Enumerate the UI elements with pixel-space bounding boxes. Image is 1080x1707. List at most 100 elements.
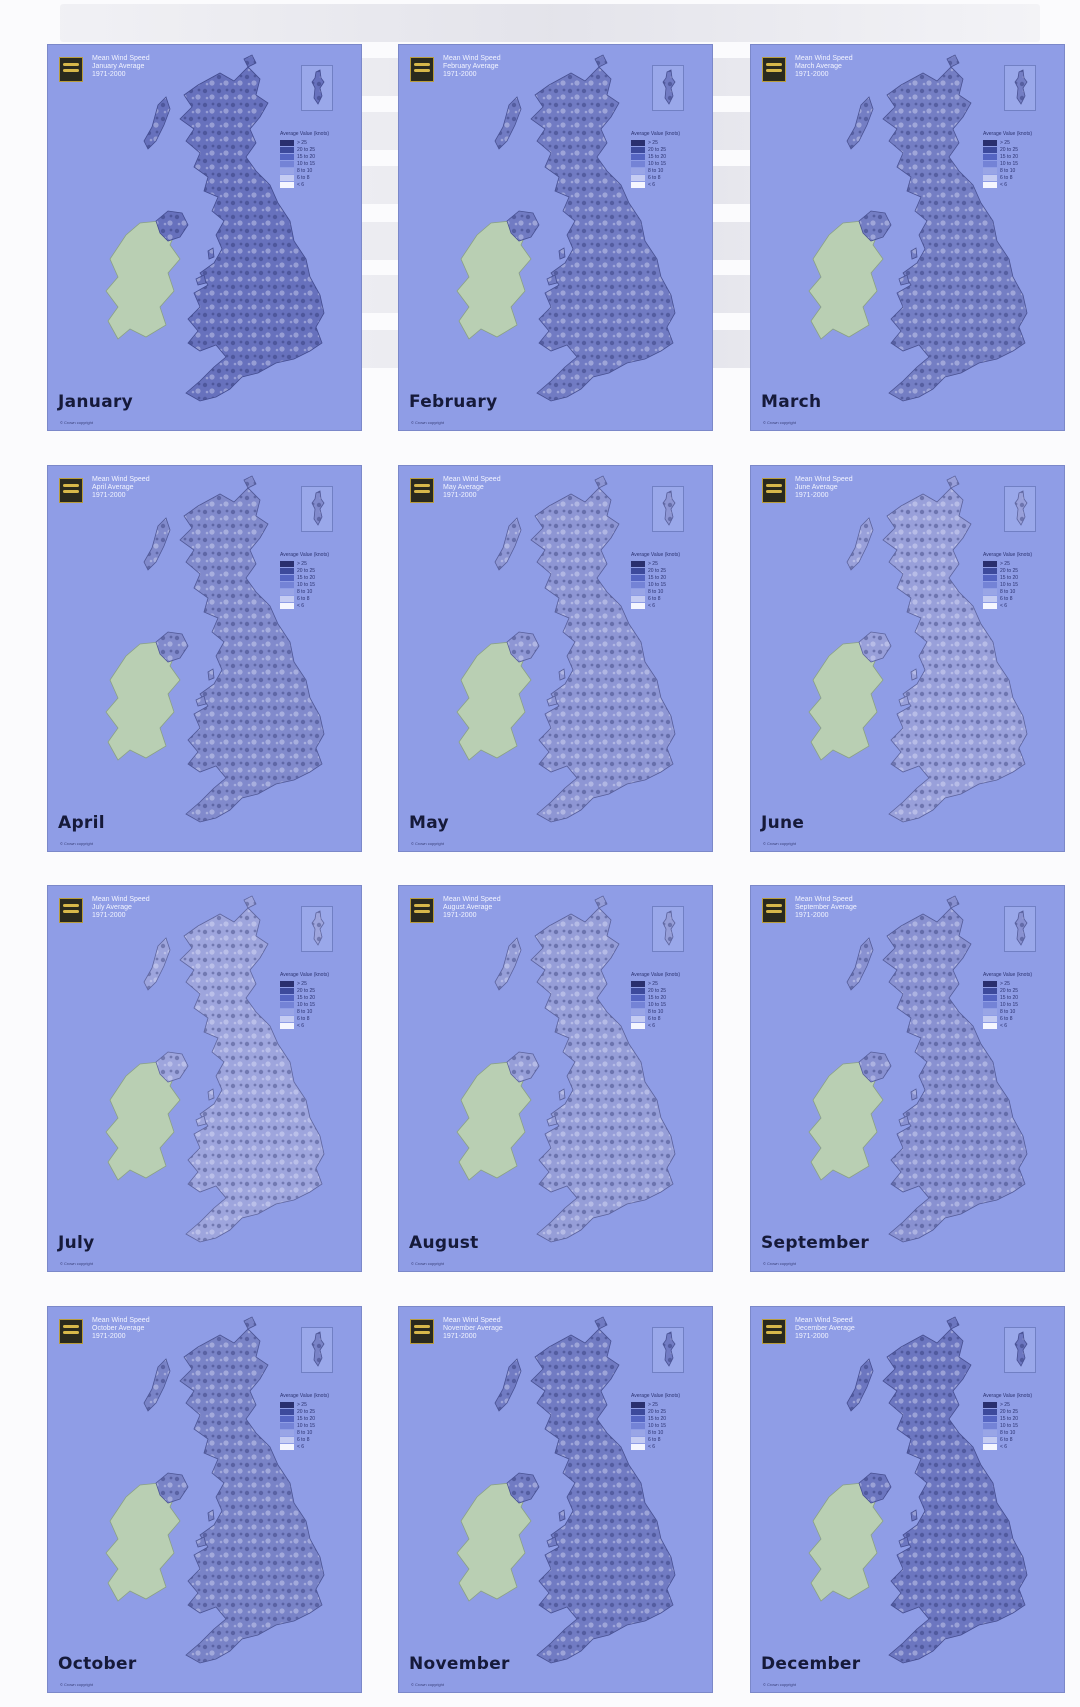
- legend-title: Average Value (knots): [983, 972, 1033, 978]
- legend-swatch: [280, 1429, 294, 1436]
- legend-label: > 25: [648, 1401, 658, 1408]
- shetland-inset-map: [662, 490, 676, 526]
- legend-label: > 25: [1000, 560, 1010, 567]
- met-office-logo: [762, 1319, 786, 1344]
- copyright-text: © Crown copyright: [60, 1682, 93, 1687]
- legend-swatch: [280, 174, 294, 181]
- legend-swatch: [983, 1429, 997, 1436]
- legend-label: < 6: [1000, 1443, 1008, 1450]
- legend-label: 15 to 20: [297, 1415, 316, 1422]
- map-title: Mean Wind Speed October Average 1971-200…: [92, 1317, 150, 1341]
- legend-swatch: [280, 581, 294, 588]
- wind-speed-map-november: Mean Wind Speed November Average 1971-20…: [398, 1306, 713, 1693]
- orkney-islands: [243, 475, 257, 489]
- legend-label: 15 to 20: [297, 574, 316, 581]
- legend-label: 20 to 25: [1000, 1408, 1019, 1415]
- legend-item: < 6: [280, 602, 358, 609]
- map-subtitle-line: December Average: [795, 1325, 855, 1332]
- legend-label: 8 to 10: [648, 588, 664, 595]
- outer-hebrides: [846, 937, 874, 991]
- legend-label: 8 to 10: [297, 588, 313, 595]
- northern-ireland: [155, 631, 189, 663]
- orkney-islands: [946, 54, 960, 68]
- legend-swatch: [631, 1443, 645, 1450]
- legend-swatch: [983, 1401, 997, 1408]
- legend-label: 20 to 25: [648, 1408, 667, 1415]
- legend-item: 6 to 8: [631, 1015, 709, 1022]
- legend-swatch: [631, 1436, 645, 1443]
- legend-item: 8 to 10: [631, 167, 709, 174]
- legend-swatch: [983, 1443, 997, 1450]
- legend-swatch: [631, 987, 645, 994]
- shetland-inset-map: [1014, 490, 1028, 526]
- copyright-text: © Crown copyright: [411, 420, 444, 425]
- legend-item: > 25: [631, 1401, 709, 1408]
- anglesey: [195, 1536, 207, 1548]
- legend-item: 8 to 10: [983, 1429, 1061, 1436]
- legend-swatch: [983, 560, 997, 567]
- map-subtitle-line: August Average: [443, 904, 493, 911]
- map-title-line: Mean Wind Speed: [92, 896, 150, 903]
- legend-item: > 25: [983, 980, 1061, 987]
- legend-label: < 6: [1000, 1022, 1008, 1029]
- copyright-text: © Crown copyright: [411, 1261, 444, 1266]
- orkney-islands: [243, 54, 257, 68]
- wind-speed-map-april: Mean Wind Speed April Average 1971-2000 …: [47, 465, 362, 852]
- great-britain-landmass: [530, 1328, 676, 1664]
- legend-label: 6 to 8: [297, 174, 310, 181]
- legend-swatch: [983, 181, 997, 188]
- month-label: February: [409, 392, 498, 412]
- outer-hebrides: [846, 517, 874, 571]
- legend-swatch: [631, 581, 645, 588]
- legend-label: 10 to 15: [297, 160, 316, 167]
- legend-label: 8 to 10: [1000, 588, 1016, 595]
- legend-swatch: [983, 139, 997, 146]
- northern-ireland: [155, 1472, 189, 1504]
- legend-swatch: [983, 1008, 997, 1015]
- wind-map: [456, 895, 676, 1243]
- map-title-line: Mean Wind Speed: [795, 896, 853, 903]
- anglesey: [898, 1115, 910, 1127]
- met-office-logo: [59, 898, 83, 923]
- legend-item: 10 to 15: [983, 1001, 1061, 1008]
- map-title: Mean Wind Speed April Average 1971-2000: [92, 476, 150, 500]
- legend-label: 20 to 25: [297, 987, 316, 994]
- month-label: May: [409, 813, 449, 833]
- shetland-inset-map: [1014, 910, 1028, 946]
- legend-label: 6 to 8: [648, 174, 661, 181]
- legend-swatch: [631, 1408, 645, 1415]
- legend-swatch: [983, 994, 997, 1001]
- northern-ireland: [858, 1472, 892, 1504]
- legend-swatch: [631, 1429, 645, 1436]
- legend-swatch: [631, 174, 645, 181]
- orkney-islands: [594, 475, 608, 489]
- legend-label: > 25: [297, 980, 307, 987]
- map-title: Mean Wind Speed February Average 1971-20…: [443, 55, 501, 79]
- met-office-logo: [410, 478, 434, 503]
- copyright-text: © Crown copyright: [763, 420, 796, 425]
- isle-of-man: [910, 1509, 918, 1522]
- legend-item: 15 to 20: [631, 1415, 709, 1422]
- legend-item: 20 to 25: [631, 567, 709, 574]
- shetland-inset: [652, 906, 684, 952]
- legend-label: < 6: [1000, 181, 1008, 188]
- copyright-text: © Crown copyright: [411, 1682, 444, 1687]
- legend-swatch: [983, 602, 997, 609]
- legend-item: < 6: [631, 602, 709, 609]
- map-subtitle-line: May Average: [443, 484, 484, 491]
- anglesey: [898, 274, 910, 286]
- legend-swatch: [280, 595, 294, 602]
- legend-item: 10 to 15: [631, 1001, 709, 1008]
- met-office-logo: [410, 1319, 434, 1344]
- legend-item: 8 to 10: [983, 588, 1061, 595]
- shetland-inset-map: [662, 1331, 676, 1367]
- legend-label: > 25: [1000, 980, 1010, 987]
